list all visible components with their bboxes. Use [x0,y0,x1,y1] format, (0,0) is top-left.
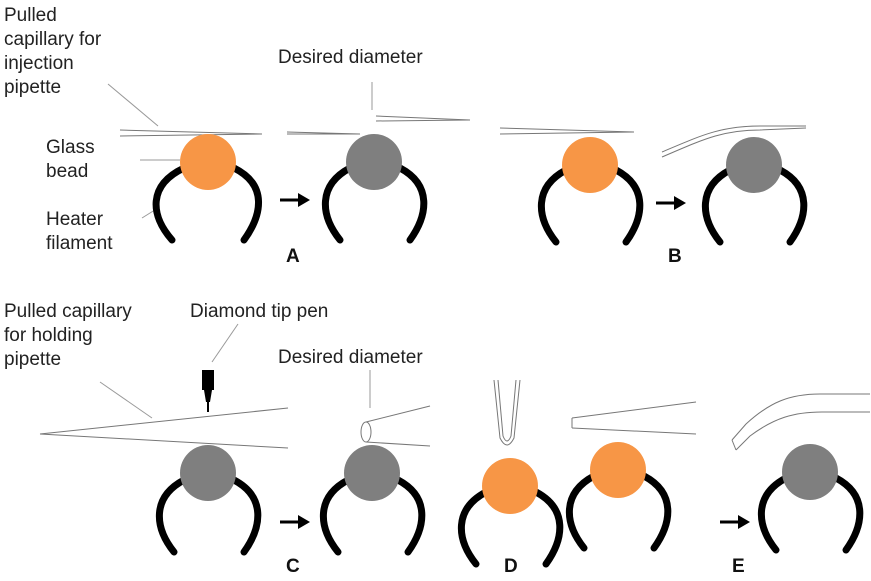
label-desired-diameter-bottom: Desired diameter [278,347,423,368]
label-pulled-capillary-holding-2: for holding [4,325,93,346]
pointer-holding-capillary [99,381,153,419]
heater-c2 [320,445,426,556]
glass-bead-cool-a2 [346,134,402,190]
diamond-tip-pen-icon [202,370,214,412]
label-pulled-capillary-injection-1: Pulled [4,5,57,26]
label-diamond-tip-pen: Diamond tip pen [190,301,329,322]
heater-b1 [538,137,644,246]
heater-filament-b2 [702,166,808,246]
injection-capillary-b1 [499,127,635,135]
injection-capillary-a2 [286,115,471,135]
label-glass-bead-1: Glass [46,137,95,158]
glass-bead-cool-c1 [180,445,236,501]
glass-bead-cool-c2 [344,445,400,501]
heater-e2 [758,444,864,554]
pointer-diamond-pen [211,323,239,363]
panel-label-d: D [504,556,518,577]
panel-label-c: C [286,556,300,577]
label-glass-bead-2: bead [46,161,89,182]
arrow-right-icon [280,515,310,529]
label-pulled-capillary-holding-3: pipette [4,349,62,370]
heater-b2 [702,137,808,246]
arrow-right-icon [280,193,310,207]
glass-bead-hot-b1 [562,137,618,193]
heater-c1 [156,445,262,556]
heater-filament-e1 [566,472,672,552]
injection-capillary-b2-bent [661,125,807,158]
label-heater-filament-1: Heater [46,209,104,230]
pointer-injection-capillary [107,83,159,127]
glass-bead-hot-e1 [590,442,646,498]
heater-e1 [566,442,672,552]
glass-bead-hot-a1 [180,134,236,190]
holding-capillary-c1 [39,407,289,449]
glass-bead-cool-b2 [726,137,782,193]
holding-capillary-e2-bent [731,393,870,451]
glass-bead-hot-d [482,458,538,514]
heater-filament-a2 [322,164,428,244]
heater-filament-e2 [758,474,864,554]
injection-capillary-a1 [119,129,263,137]
holding-capillary-c2-cut [360,405,431,447]
heater-filament-b1 [538,166,644,246]
glass-bead-cool-e2 [782,444,838,500]
heater-filament-a1 [152,164,262,244]
heater-filament-c1 [156,476,262,556]
label-heater-filament-2: filament [46,233,113,254]
label-pulled-capillary-injection-3: injection [4,53,74,74]
arrow-right-icon [656,196,686,210]
heater-a1 [152,134,262,244]
heater-d [458,458,564,568]
heater-a2 [322,134,428,244]
label-pulled-capillary-injection-4: pipette [4,77,62,98]
heater-filament-d [458,488,564,568]
heater-filament-c2 [320,476,426,556]
arrow-right-icon [720,515,750,529]
holding-capillary-d-vertical [493,379,521,446]
panel-label-b: B [668,246,682,267]
label-desired-diameter-top: Desired diameter [278,47,423,68]
label-pulled-capillary-injection-2: capillary for [4,29,102,50]
panel-label-a: A [286,246,300,267]
holding-capillary-e1 [571,401,697,435]
panel-label-e: E [732,556,745,577]
label-pulled-capillary-holding-1: Pulled capillary [4,301,132,322]
